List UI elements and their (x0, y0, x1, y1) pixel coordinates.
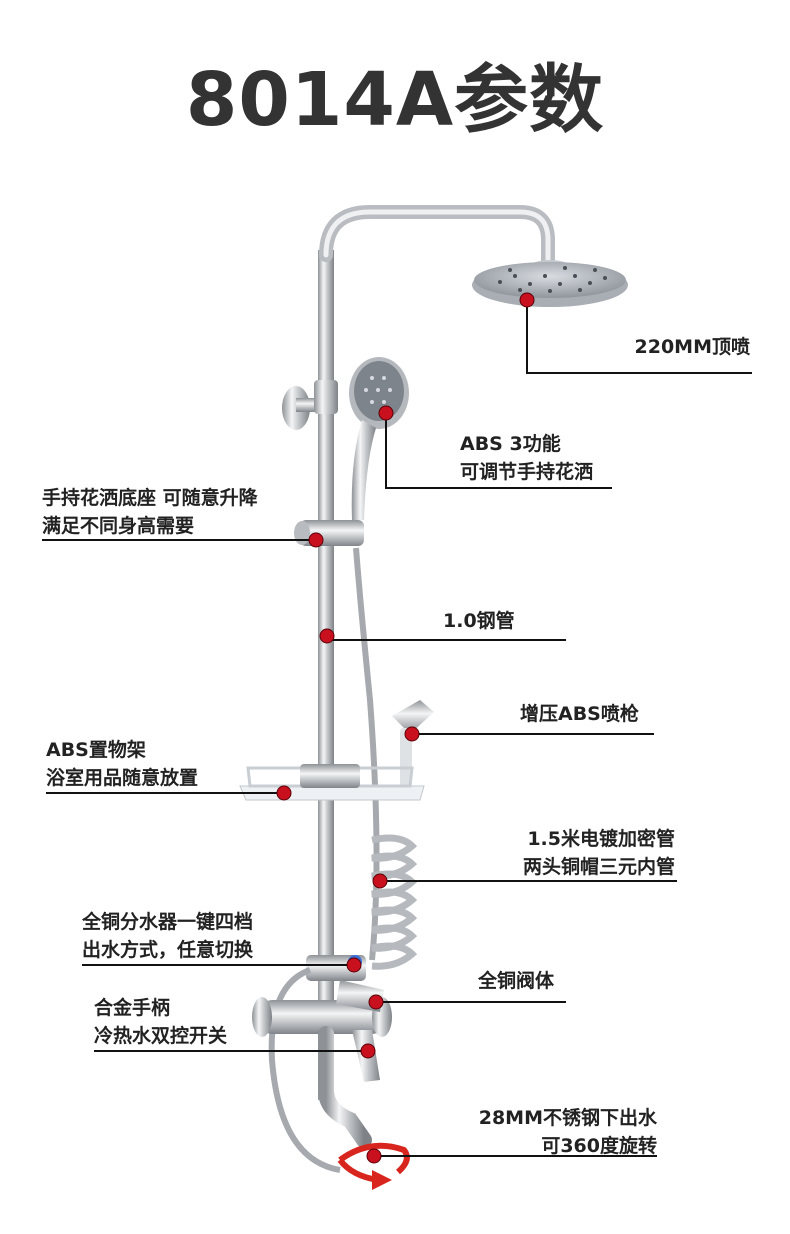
hand-shower-hose (353, 547, 380, 961)
marker-diverter (346, 957, 362, 973)
marker-top-spray (519, 292, 535, 308)
callout-line: 全铜阀体 (478, 970, 555, 992)
callout-holder: 手持花洒底座 可随意升降 满足不同身高需要 (42, 484, 258, 540)
marker-hand-shower (378, 405, 394, 421)
valve-body (252, 980, 392, 1082)
marker-holder (308, 532, 324, 548)
callout-line: 浴室用品随意放置 (46, 767, 199, 789)
callout-line: ABS 3功能 (460, 433, 561, 455)
callout-markers (276, 292, 535, 1164)
marker-hose (372, 873, 388, 889)
spiral-hose (371, 834, 418, 970)
callout-valve-body: 全铜阀体 (478, 967, 554, 995)
slide-holder (294, 520, 364, 546)
callout-top-spray: 220MM顶喷 (560, 333, 750, 361)
callout-line: 可360度旋转 (541, 1135, 657, 1157)
callout-line: 220MM顶喷 (634, 336, 750, 358)
marker-spout (366, 1148, 382, 1164)
callout-hand-shower: ABS 3功能 可调节手持花洒 (460, 430, 593, 486)
callout-line: 1.0钢管 (443, 610, 515, 632)
wall-bracket (282, 380, 338, 430)
riser-pipe (318, 250, 334, 1100)
callout-shelf: ABS置物架 浴室用品随意放置 (46, 736, 198, 792)
callout-line: 28MM不锈钢下出水 (478, 1107, 657, 1129)
top-shower-head (472, 260, 628, 307)
shelf (239, 764, 425, 801)
marker-valve-body (368, 994, 384, 1010)
page-title: 8014A参数 (185, 57, 605, 143)
callout-line: 出水方式，任意切换 (82, 939, 254, 961)
leader-lines (42, 300, 752, 1157)
spray-gun (392, 700, 434, 788)
callout-line: 冷热水双控开关 (94, 1025, 228, 1047)
marker-spray-gun (404, 726, 420, 742)
callout-hose: 1.5米电镀加密管 两头铜帽三元内管 (470, 825, 675, 881)
callout-line: 增压ABS喷枪 (520, 703, 639, 725)
shower-arm (319, 205, 555, 269)
marker-steel-pipe (319, 628, 335, 644)
hand-shower (349, 357, 409, 520)
lower-hose (268, 967, 341, 1173)
callout-line: 可调节手持花洒 (460, 461, 594, 483)
marker-handle (360, 1043, 376, 1059)
lower-spout (318, 1026, 372, 1148)
callout-spray-gun: 增压ABS喷枪 (520, 700, 639, 728)
callout-line: 合金手柄 (94, 997, 171, 1019)
callout-line: 手持花洒底座 可随意升降 (42, 487, 258, 509)
callout-line: 两头铜帽三元内管 (522, 856, 675, 878)
rotation-arrow-icon (337, 1142, 410, 1190)
callout-line: ABS置物架 (46, 739, 146, 761)
callout-line: 1.5米电镀加密管 (527, 828, 675, 850)
callout-line: 全铜分水器一键四档 (82, 911, 254, 933)
marker-shelf (276, 785, 292, 801)
callout-steel-pipe: 1.0钢管 (443, 607, 515, 635)
callout-diverter: 全铜分水器一键四档 出水方式，任意切换 (82, 908, 253, 964)
callout-line: 满足不同身高需要 (42, 515, 195, 537)
callout-spout: 28MM不锈钢下出水 可360度旋转 (440, 1104, 657, 1160)
callout-handle: 合金手柄 冷热水双控开关 (94, 994, 227, 1050)
